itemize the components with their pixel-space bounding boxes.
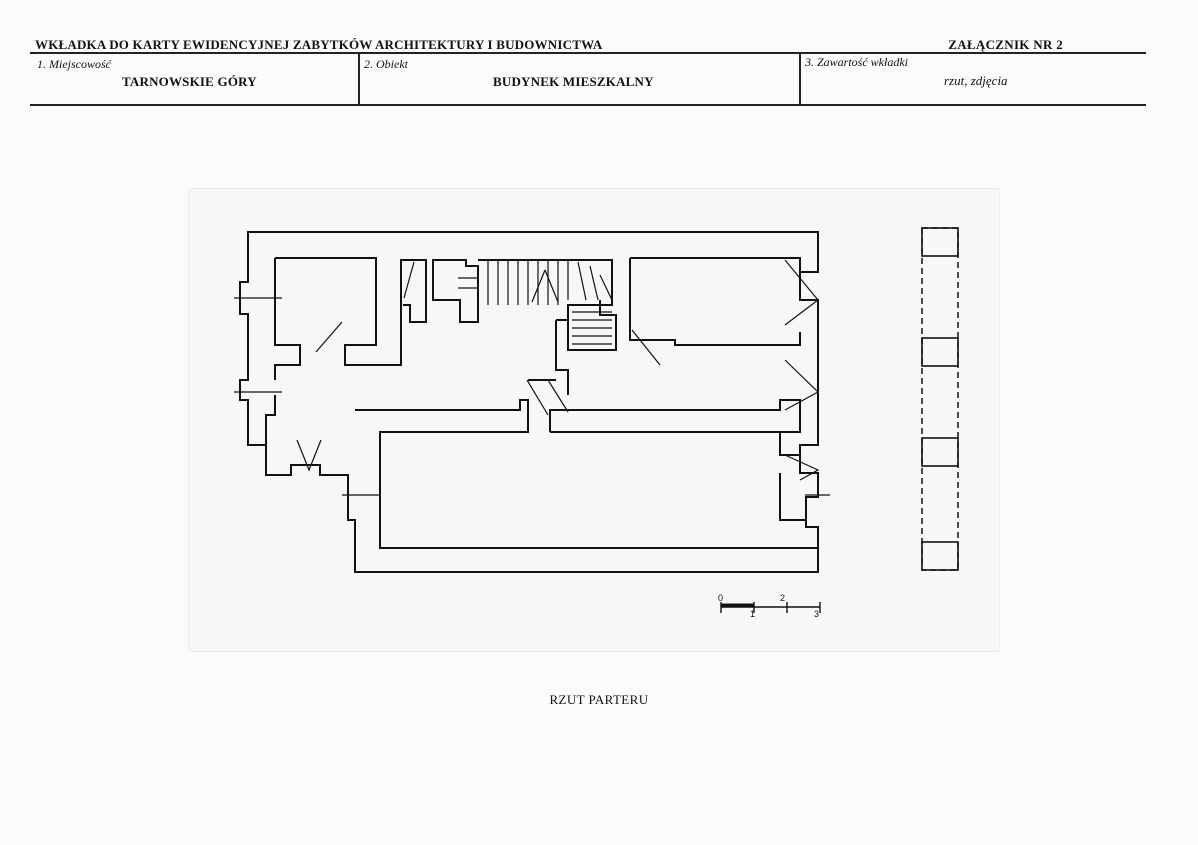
- corridor-wall: [265, 258, 301, 445]
- mid-partition: [355, 399, 818, 549]
- stair-landing-treads: [572, 311, 612, 345]
- page-title: WKŁADKA DO KARTY EWIDENCYJNEJ ZABYTKÓW A…: [35, 37, 603, 52]
- header-top-rule: [30, 52, 1146, 54]
- stair-hall-wall: [432, 259, 479, 323]
- stair-outer: [478, 259, 613, 320]
- hall-opening: [458, 277, 478, 289]
- field-contents-label: 3. Zawartość wkładki: [805, 55, 909, 69]
- door-swing-4: [526, 379, 569, 416]
- stair-core: [528, 300, 617, 395]
- scale-label-3: 3: [814, 609, 819, 619]
- field-place-label: 1. Miejscowość: [37, 57, 111, 71]
- door-swing-3: [631, 329, 661, 366]
- front-window-block: [921, 227, 959, 571]
- scale-bar: [720, 602, 821, 613]
- window-pier-4: [921, 541, 959, 571]
- door-swing-1: [315, 321, 343, 353]
- plan-caption: RZUT PARTERU: [549, 692, 649, 707]
- field-divider-1: [358, 52, 360, 105]
- scale-label-1: 1: [750, 609, 755, 619]
- front-left-room: [275, 257, 427, 366]
- window-pier-2: [921, 337, 959, 367]
- window-pier-3: [921, 437, 959, 467]
- field-place-value: TARNOWSKIE GÓRY: [122, 74, 257, 89]
- field-object-label: 2. Obiekt: [364, 57, 408, 71]
- field-divider-2: [799, 52, 801, 105]
- window-zigzag-1: [784, 259, 819, 326]
- field-contents-value: rzut, zdjęcia: [944, 73, 1008, 88]
- floor-plan-drawing: 0 2 1 3: [234, 227, 959, 619]
- window-pier-1: [921, 227, 959, 257]
- stair-arrow: [531, 269, 559, 303]
- rear-room-upper: [629, 257, 801, 346]
- scale-label-2: 2: [780, 593, 785, 603]
- header-bottom-rule: [30, 104, 1146, 106]
- entrance-zigzag: [296, 439, 322, 472]
- floor-plan-sheet: 0 2 1 3: [189, 189, 999, 651]
- window-zigzag-3: [784, 454, 820, 481]
- window-zigzag-2: [784, 359, 820, 411]
- field-object-value: BUDYNEK MIESZKALNY: [493, 74, 654, 89]
- outer-wall: [239, 231, 819, 573]
- window-marks-left: [234, 297, 830, 496]
- attachment-label: ZAŁĄCZNIK NR 2: [948, 37, 1063, 52]
- scale-label-0: 0: [718, 593, 723, 603]
- door-swing-2: [403, 261, 415, 299]
- stair-treads: [487, 260, 613, 305]
- inner-room-lower: [550, 431, 806, 521]
